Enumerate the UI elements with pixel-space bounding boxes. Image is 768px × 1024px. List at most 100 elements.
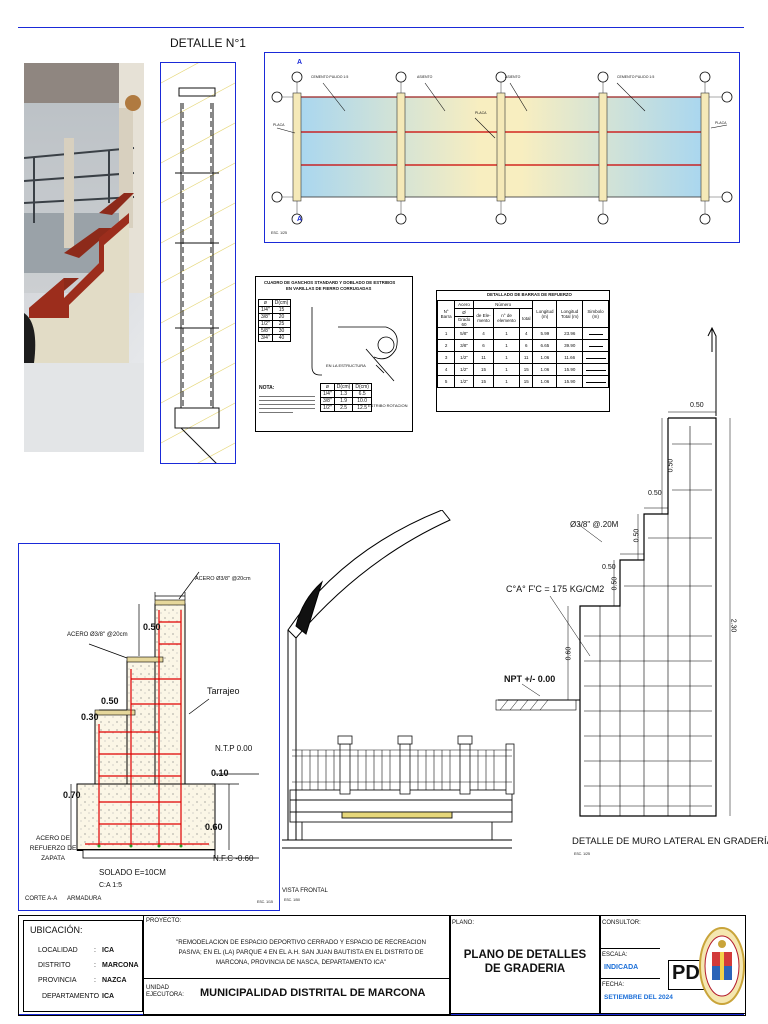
- tb-escala-label: ESCALA:: [602, 952, 628, 958]
- bend-table-title1: CUADRO DE GANCHOS STANDARD Y DOBLADO DE …: [264, 280, 396, 285]
- plan-label-placa: PLACA: [475, 111, 487, 115]
- tb-escala-value: INDICADA: [604, 964, 639, 971]
- corte-ca: C:A 1:5: [99, 882, 122, 889]
- corte-dim-060: 0.60: [205, 822, 223, 832]
- corte-acero-zapata: ACERO DE REFUERZO DE ZAPATA: [29, 835, 77, 862]
- steel-h-acero: Acero: [454, 300, 474, 309]
- corte-dim-050a: 0.50: [143, 622, 161, 632]
- steel-r4-c2: 15: [472, 375, 495, 388]
- muro-dim-230: 2.30: [729, 618, 737, 633]
- muro-esc: ESC. 1/25: [574, 852, 590, 856]
- steel-r4-sym: [582, 375, 609, 388]
- corte-nfc: N.F.C -0.60: [213, 854, 254, 863]
- bend2-r0-2: 6.5: [352, 390, 372, 398]
- bend-lbl-estructura: EN LA ESTRUCTURA: [326, 363, 366, 368]
- tb-pro-v: NAZCA: [102, 977, 127, 984]
- steel-h-nbarra: N° Barra: [436, 300, 456, 328]
- plan-label-placa-right: PLACA: [715, 121, 727, 125]
- tb-fecha-value: SETIEMBRE DEL 2024: [604, 994, 673, 1001]
- steel-r1-c0: 2: [436, 339, 456, 352]
- tb-unidad-value: MUNICIPALIDAD DISTRITAL DE MARCONA: [200, 987, 426, 999]
- plan-label-4: CEMENTO PULIDO 1:5: [617, 75, 655, 79]
- corte-solado: SOLADO E=10CM: [99, 868, 166, 877]
- muro-dim-050-5: 0.50: [602, 564, 616, 571]
- steel-r0-c0: 1: [436, 327, 456, 340]
- bend2-r2-0: 1/2": [320, 404, 335, 412]
- detalle1-title: DETALLE N°1: [170, 36, 246, 50]
- tb-proyecto-label: PROYECTO:: [146, 918, 182, 924]
- site-photo: [24, 63, 144, 452]
- tb-fecha-label: FECHA:: [602, 982, 625, 988]
- corte-acero-top: ACERO Ø3/8" @20cm: [195, 576, 251, 582]
- tb-divider-2: [600, 978, 660, 979]
- steel-table-panel: DETALLADO DE BARRAS DE REFUERZO N° Barra…: [436, 290, 610, 412]
- bend-nota-lines: [259, 393, 315, 423]
- steel-r2-c1: 1/2": [454, 351, 474, 364]
- steel-r0-c1: 5/8": [454, 327, 474, 340]
- bend-nota: NOTA:: [259, 385, 275, 391]
- corte-dim-010: 0.10: [211, 768, 229, 778]
- steel-h-longt: Longitud Total (m): [556, 300, 584, 328]
- steel-h-long: Longitud (m): [532, 300, 558, 328]
- bend-r4-b: 40: [271, 334, 292, 342]
- tb-plano-label: PLANO:: [452, 920, 475, 926]
- plan-label-2: ASIENTO: [417, 75, 433, 79]
- corte-tarrajeo: Tarrajeo: [207, 686, 240, 696]
- muro-dim-050-1: 0.50: [690, 402, 704, 409]
- municipal-seal-icon: [699, 926, 745, 1006]
- muro-dim-050-4: 0.50: [633, 528, 641, 543]
- tb-pro-colon: :: [94, 977, 96, 984]
- corte-dim-070: 0.70: [63, 790, 81, 800]
- tb-loc-colon: :: [94, 947, 96, 954]
- steel-r1-c1: 3/8": [454, 339, 474, 352]
- tb-plano-cell: PLANO: PLANO DE DETALLES DE GRADERIA: [449, 916, 601, 1014]
- tb-pro-k: PROVINCIA: [38, 977, 77, 984]
- muro-lateral-detail: 0.50 0.50 0.50 0.50 0.50 0.50 Ø3/8" @.20…: [490, 316, 768, 872]
- bend-r4-a: 3/4": [258, 334, 273, 342]
- bend2-r1-2: 10.0: [352, 397, 372, 405]
- steel-r4-c1: 1/2": [454, 375, 474, 388]
- tb-dep-v: ICA: [102, 993, 115, 1000]
- tb-dis-colon: :: [94, 962, 96, 969]
- plan-label-1: CEMENTO PULIDO 1:5: [311, 75, 349, 79]
- steel-r2-c0: 3: [436, 351, 456, 364]
- tb-dis-v: MARCONA: [102, 962, 139, 969]
- muro-npt: NPT +/- 0.00: [504, 674, 556, 684]
- bend2-r2-2: 12.5: [352, 404, 372, 412]
- corte-dim-030: 0.30: [81, 712, 99, 722]
- frontal-view: VISTA FRONTAL ESC. 1/50: [282, 510, 522, 910]
- bend-lbl-estribo: ESTRIBO ROTACION: [368, 403, 408, 408]
- bend-table-title2: EN VARILLAS DE FIERRO CORRUGADAS: [286, 286, 372, 291]
- tb-proyecto-cell: PROYECTO: "REMODELACION DE ESPACIO DEPOR…: [143, 916, 451, 979]
- bend2-h0: ø: [320, 383, 335, 391]
- muro-dim-050-3: 0.50: [648, 490, 662, 497]
- muro-dim-050-2: 0.50: [667, 458, 675, 473]
- steel-r3-c0: 4: [436, 363, 456, 376]
- tb-proyecto-value: "REMODELACION DE ESPACIO DEPORTIVO CERRA…: [176, 939, 426, 966]
- steel-h-ejes: Ø: [454, 308, 474, 317]
- tb-loc-k: LOCALIDAD: [38, 947, 78, 954]
- tb-loc-v: ICA: [102, 947, 115, 954]
- tb-divider-1: [600, 948, 660, 949]
- steel-h-grado: Grado 60: [454, 316, 474, 328]
- corte-dim-050b: 0.50: [101, 696, 119, 706]
- steel-r4-c3: 1: [493, 375, 520, 388]
- steel-table: N° Barra Acero Número Longitud (m) Longi…: [436, 300, 609, 388]
- muro-dim-050-6: 0.50: [611, 576, 619, 591]
- frontal-title: VISTA FRONTAL: [282, 888, 328, 894]
- tb-dep-k: DEPARTAMENTO: [42, 993, 100, 1000]
- steel-r3-c1: 1/2": [454, 363, 474, 376]
- muro-concrete: C°A° F'C = 175 KG/CM2: [506, 584, 605, 594]
- plan-label-3: ASIENTO: [505, 75, 521, 79]
- corte-ntp: N.T.P 0.00: [215, 744, 253, 753]
- tb-unidad-label: UNIDAD EJECUTORA:: [146, 985, 184, 998]
- bend2-r0-1: 1.3: [333, 390, 354, 398]
- frontal-esc: ESC. 1/50: [284, 898, 300, 902]
- tb-ubicacion-cell: UBICACIÓN: LOCALIDAD : ICA DISTRITO : MA…: [23, 920, 143, 1012]
- steel-r4-c6: 15.90: [556, 375, 584, 388]
- muro-title: DETALLE DE MURO LATERAL EN GRADERÍA: [572, 836, 768, 847]
